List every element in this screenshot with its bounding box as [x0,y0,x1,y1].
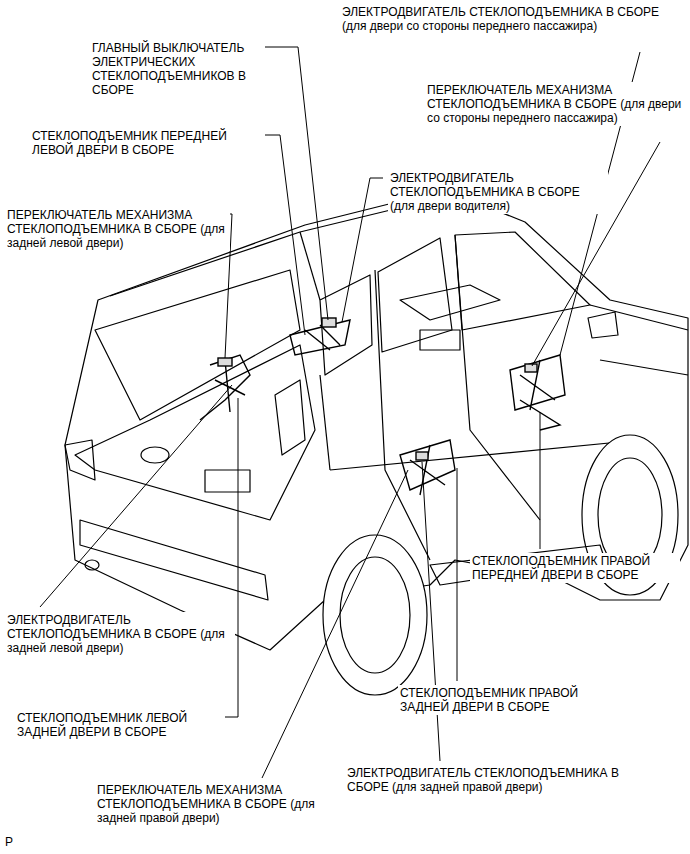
part-label: СТЕКЛОПОДЪЕМНИК ПЕРЕДНЕЙ ЛЕВОЙ ДВЕРИ В С… [30,128,265,158]
part-label: СТЕКЛОПОДЪЕМНИК ЛЕВОЙ ЗАДНЕЙ ДВЕРИ В СБО… [15,710,225,740]
part-label: ЭЛЕКТРОДВИГАТЕЛЬ СТЕКЛОПОДЪЕМНИКА В СБОР… [5,612,235,656]
part-label: ЭЛЕКТРОДВИГАТЕЛЬ СТЕКЛОПОДЪЕМНИКА В СБОР… [345,765,625,795]
part-label: ПЕРЕКЛЮЧАТЕЛЬ МЕХАНИЗМА СТЕКЛОПОДЪЕМНИКА… [95,782,323,826]
part-label: СТЕКЛОПОДЪЕМНИК ПРАВОЙ ЗАДНЕЙ ДВЕРИ В СБ… [398,685,623,715]
part-label: ПЕРЕКЛЮЧАТЕЛЬ МЕХАНИЗМА СТЕКЛОПОДЪЕМНИКА… [425,82,687,126]
part-label: ЭЛЕКТРОДВИГАТЕЛЬ СТЕКЛОПОДЪЕМНИКА В СБОР… [388,170,608,214]
part-label: СТЕКЛОПОДЪЕМНИК ПРАВОЙ ПЕРЕДНЕЙ ДВЕРИ В … [470,553,680,583]
figure-code: P [3,834,15,850]
part-label: ЭЛЕКТРОДВИГАТЕЛЬ СТЕКЛОПОДЪЕМНИКА В СБОР… [340,4,685,34]
part-label: ПЕРЕКЛЮЧАТЕЛЬ МЕХАНИЗМА СТЕКЛОПОДЪЕМНИКА… [5,207,230,251]
part-label: ГЛАВНЫЙ ВЫКЛЮЧАТЕЛЬ ЭЛЕКТРИЧЕСКИХ СТЕКЛО… [90,40,265,98]
